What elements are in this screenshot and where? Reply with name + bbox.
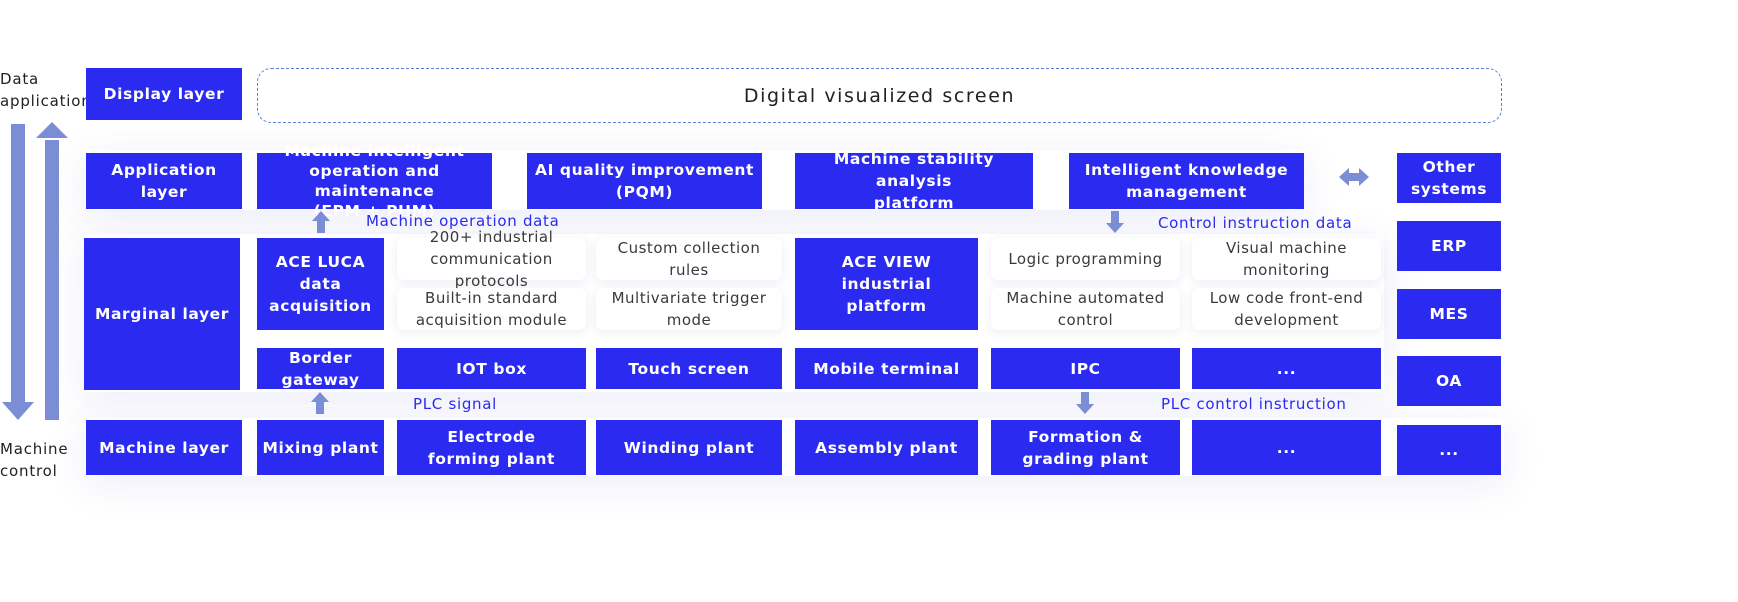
side-label-machine-control: Machine control <box>0 440 69 480</box>
up-arrow-icon <box>36 122 68 420</box>
digital-visualized-screen: Digital visualized screen <box>257 68 1502 123</box>
up-small-arrow-icon <box>311 392 329 414</box>
view-feature-automated-control: Machine automated control <box>991 288 1180 330</box>
plant-formation-grading: Formation & grading plant <box>991 420 1180 475</box>
app-box-pqm: AI quality improvement (PQM) <box>527 153 762 209</box>
view-feature-visual-monitoring: Visual machine monitoring <box>1192 238 1381 280</box>
other-system-erp: ERP <box>1397 221 1501 271</box>
ace-view-box: ACE VIEW industrial platform <box>795 238 978 330</box>
down-small-arrow-icon <box>1106 211 1124 233</box>
plant-electrode-forming: Electrode forming plant <box>397 420 586 475</box>
luca-feature-protocols: 200+ industrial communication protocols <box>397 228 586 290</box>
app-box-epm-phm: Machine intelligent operation and mainte… <box>257 142 492 220</box>
device-more: ... <box>1192 348 1381 389</box>
application-layer-label: Application layer <box>86 153 242 209</box>
luca-feature-collection-rules: Custom collection rules <box>596 238 782 280</box>
device-touch-screen: Touch screen <box>596 348 782 389</box>
vertical-flow-arrows <box>2 122 68 420</box>
plant-more: ... <box>1192 420 1381 475</box>
view-feature-low-code: Low code front-end development <box>1192 288 1381 330</box>
device-mobile-terminal: Mobile terminal <box>795 348 978 389</box>
luca-feature-acquisition-module: Built-in standard acquisition module <box>397 288 586 330</box>
marginal-layer-label: Marginal layer <box>84 238 240 390</box>
double-arrow-icon <box>1339 168 1369 186</box>
app-box-stability-analysis: Machine stability analysis platform <box>795 150 1033 212</box>
label-machine-operation-data: Machine operation data <box>366 212 560 230</box>
label-plc-control-instruction: PLC control instruction <box>1161 395 1347 413</box>
other-system-oa: OA <box>1397 356 1501 406</box>
other-system-more: ... <box>1397 425 1501 475</box>
device-border-gateway: Border gateway <box>257 348 384 389</box>
luca-feature-trigger-mode: Multivariate trigger mode <box>596 288 782 330</box>
display-layer-label: Display layer <box>86 68 242 120</box>
device-iot-box: IOT box <box>397 348 586 389</box>
plant-mixing: Mixing plant <box>257 420 384 475</box>
other-systems-label: Other systems <box>1397 153 1501 203</box>
app-box-knowledge-management: Intelligent knowledge management <box>1069 153 1304 209</box>
device-ipc: IPC <box>991 348 1180 389</box>
view-feature-logic-programming: Logic programming <box>991 238 1180 280</box>
other-system-mes: MES <box>1397 289 1501 339</box>
ace-luca-box: ACE LUCA data acquisition <box>257 238 384 330</box>
down-arrow-icon <box>2 124 34 420</box>
up-small-arrow-icon <box>312 211 330 233</box>
machine-layer-label: Machine layer <box>86 420 242 475</box>
label-control-instruction-data: Control instruction data <box>1158 214 1353 232</box>
down-small-arrow-icon <box>1076 392 1094 414</box>
side-label-data-application: Data application <box>0 70 92 110</box>
plant-winding: Winding plant <box>596 420 782 475</box>
plant-assembly: Assembly plant <box>795 420 978 475</box>
label-plc-signal: PLC signal <box>413 395 498 413</box>
